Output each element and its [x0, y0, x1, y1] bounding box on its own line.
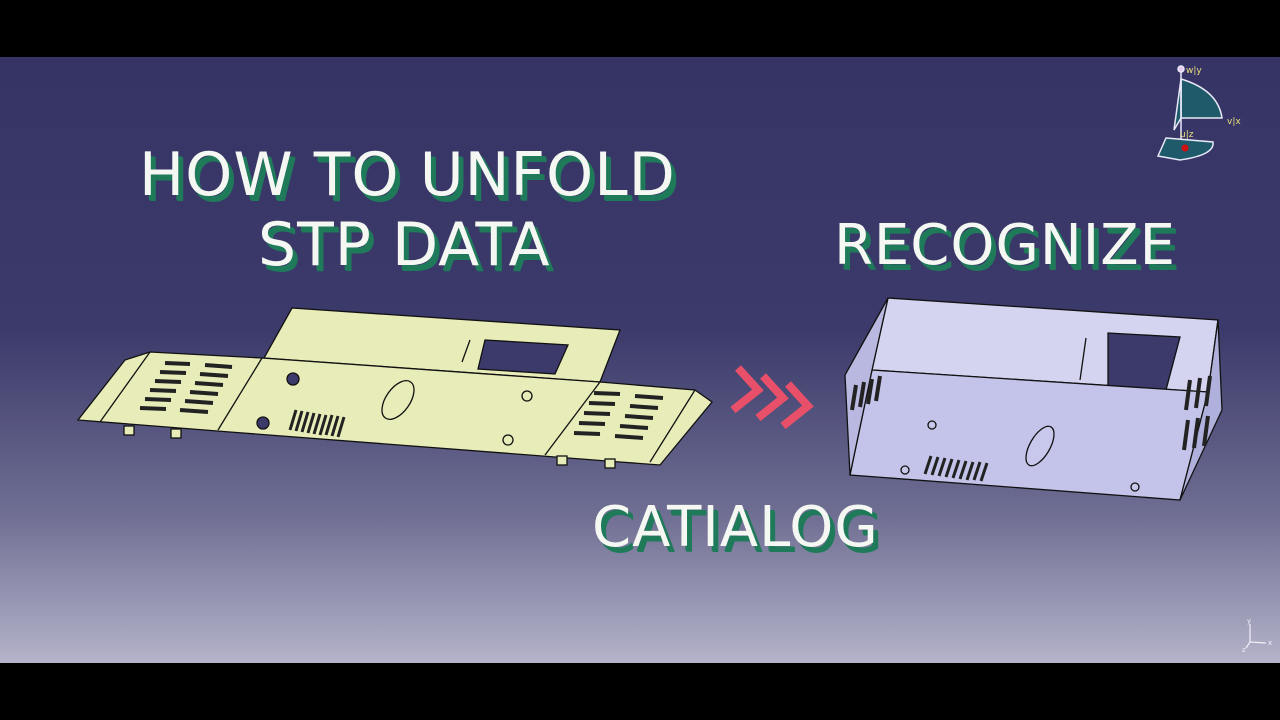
axis-triad-icon — [1245, 624, 1267, 649]
chevron-arrows-icon — [730, 365, 814, 430]
letterbox-bottom — [0, 663, 1280, 720]
letterbox-top — [0, 0, 1280, 57]
recognize-label: RECOGNIZE — [834, 213, 1177, 278]
brand-label: CATIALOG — [592, 495, 879, 560]
folded-box-part[interactable] — [844, 297, 1223, 501]
compass-u-label: u|z — [1180, 130, 1194, 140]
compass-icon[interactable] — [1156, 65, 1223, 161]
headline-line2: STP DATA — [258, 210, 551, 280]
flat-pattern-part[interactable] — [76, 307, 713, 469]
headline-line1: HOW TO UNFOLD — [139, 140, 676, 210]
compass-v-label: v|x — [1227, 117, 1241, 127]
axis-x-label: x — [1268, 639, 1272, 647]
compass-w-label: w|y — [1186, 66, 1202, 76]
axis-z-label: z — [1242, 646, 1246, 654]
axis-y-label: y — [1247, 617, 1251, 625]
